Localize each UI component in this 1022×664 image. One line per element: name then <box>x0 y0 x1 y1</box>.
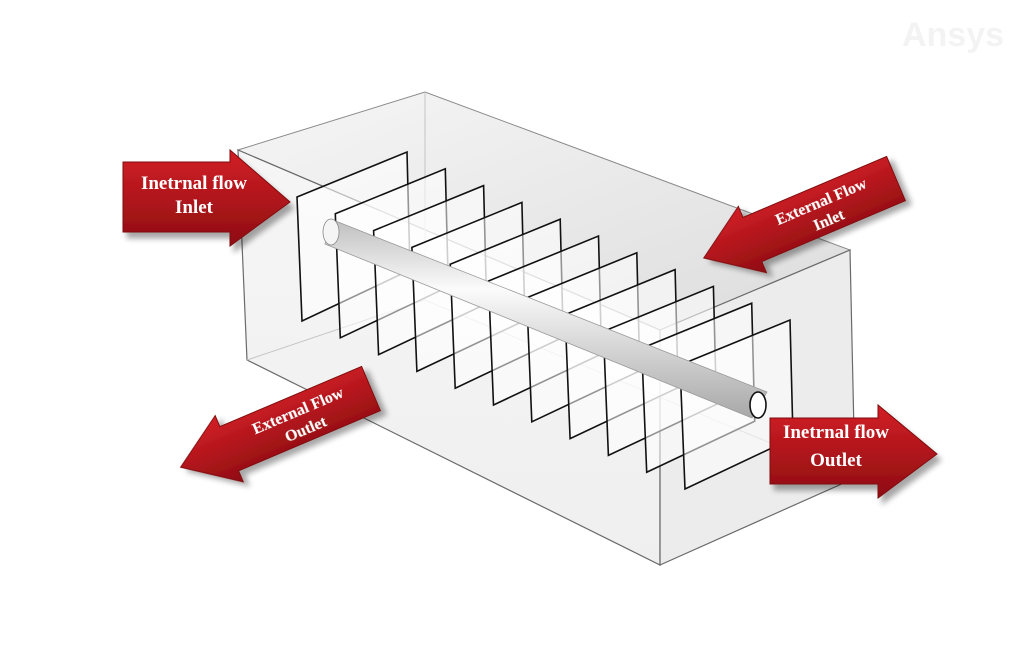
internal-outlet-arrow: Inetrnal flow Outlet <box>769 403 938 499</box>
internal-inlet-label-line2: Inlet <box>175 197 214 218</box>
internal-tube <box>322 218 768 419</box>
internal-inlet-arrow: Inetrnal flow Inlet <box>122 148 291 247</box>
ansys-watermark: Ansys <box>902 16 1004 54</box>
internal-outlet-label-line1: Inetrnal flow <box>783 422 889 443</box>
tube-inlet-end <box>322 218 340 246</box>
external-outlet-arrow: External Flow Outlet <box>179 365 382 483</box>
external-inlet-arrow: External Flow Inlet <box>702 155 907 274</box>
internal-outlet-label-line2: Outlet <box>810 450 862 471</box>
tube-outlet-opening <box>749 391 767 419</box>
internal-inlet-label-line1: Inetrnal flow <box>141 173 247 194</box>
